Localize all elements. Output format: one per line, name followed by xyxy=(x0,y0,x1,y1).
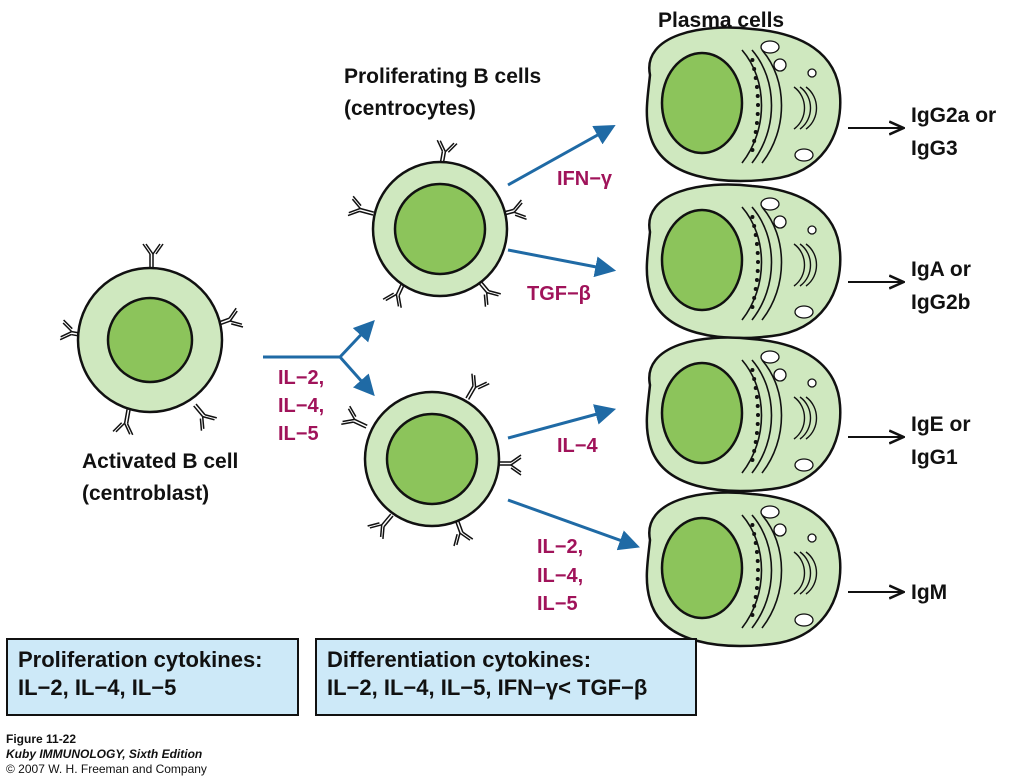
proliferating-b-cell-lower xyxy=(340,372,522,547)
plasma-cell xyxy=(645,183,842,340)
golgi xyxy=(793,396,818,440)
differentiation-cytokines-box: Differentiation cytokines: IL−2, IL−4, I… xyxy=(315,638,697,716)
mitochondrion xyxy=(760,40,780,54)
endoplasmic-reticulum xyxy=(741,206,783,321)
cytokine-label-il4: IL−4 xyxy=(557,435,598,457)
copyright: © 2007 W. H. Freeman and Company xyxy=(6,762,207,776)
arrow-split-down xyxy=(338,356,375,397)
mitochondrion xyxy=(794,458,814,472)
mitochondrion xyxy=(760,350,780,364)
golgi xyxy=(793,86,818,130)
differentiation-box-title: Differentiation cytokines: xyxy=(327,647,592,672)
proliferation-cytokines-box: Proliferation cytokines: IL−2, IL−4, IL−… xyxy=(6,638,299,716)
figure-number: Figure 11-22 xyxy=(6,732,77,746)
cytokine-label-split-2: IL−4, xyxy=(278,395,324,417)
endoplasmic-reticulum xyxy=(741,359,783,474)
cytokine-label-bottom-3: IL−5 xyxy=(537,593,578,615)
plasma-cell xyxy=(645,491,842,648)
output-label-2a: IgA or xyxy=(911,258,971,281)
proliferating-b-cell-upper xyxy=(347,139,528,309)
activated-b-cell xyxy=(59,243,244,436)
plasma-cell xyxy=(645,26,842,183)
plasma-cells-title: Plasma cells xyxy=(658,9,784,32)
mitochondrion xyxy=(760,505,780,519)
mitochondrion xyxy=(794,148,814,162)
cytokine-label-bottom-1: IL−2, xyxy=(537,536,583,558)
arrow-ifn xyxy=(507,124,616,187)
cytokine-label-tgf: TGF−β xyxy=(527,283,591,305)
arrow-tgf xyxy=(507,248,617,278)
nucleus xyxy=(660,208,744,312)
proliferating-subtitle: (centrocytes) xyxy=(344,97,476,120)
proliferation-box-title: Proliferation cytokines: xyxy=(18,647,263,672)
nucleus xyxy=(660,361,744,465)
cytokine-label-split-3: IL−5 xyxy=(278,423,319,445)
cytokine-label-ifn: IFN−γ xyxy=(557,168,613,190)
activated-subtitle: (centroblast) xyxy=(82,482,209,505)
arrow-bottom xyxy=(507,498,640,551)
endoplasmic-reticulum xyxy=(741,514,783,629)
mitochondrion xyxy=(794,613,814,627)
golgi xyxy=(793,243,818,287)
output-label-3b: IgG1 xyxy=(911,446,958,469)
output-label-3a: IgE or xyxy=(911,413,971,436)
proliferation-box-list: IL−2, IL−4, IL−5 xyxy=(18,675,177,700)
output-label-2b: IgG2b xyxy=(911,291,971,314)
output-label-1a: IgG2a or xyxy=(911,104,996,127)
book-title: Kuby IMMUNOLOGY, Sixth Edition xyxy=(6,747,203,761)
endoplasmic-reticulum xyxy=(741,49,783,164)
mitochondrion xyxy=(794,305,814,319)
arrow-split-up xyxy=(338,319,375,359)
plasma-cell xyxy=(645,336,842,493)
golgi xyxy=(793,551,818,595)
output-arrows xyxy=(848,128,902,592)
plasma-cells xyxy=(645,26,842,648)
proliferating-title: Proliferating B cells xyxy=(344,65,541,88)
mitochondrion xyxy=(760,197,780,211)
figure-caption: Figure 11-22 Kuby IMMUNOLOGY, Sixth Edit… xyxy=(6,732,207,777)
activated-title: Activated B cell xyxy=(82,450,238,473)
output-label-4: IgM xyxy=(911,581,947,604)
arrows xyxy=(263,124,640,551)
nucleus xyxy=(660,516,744,620)
output-label-1b: IgG3 xyxy=(911,137,958,160)
cytokine-label-split-1: IL−2, xyxy=(278,367,324,389)
differentiation-box-list: IL−2, IL−4, IL−5, IFN−γ< TGF−β xyxy=(327,675,648,700)
nucleus xyxy=(660,51,744,155)
cytokine-label-bottom-2: IL−4, xyxy=(537,565,583,587)
arrow-il4 xyxy=(507,404,617,440)
